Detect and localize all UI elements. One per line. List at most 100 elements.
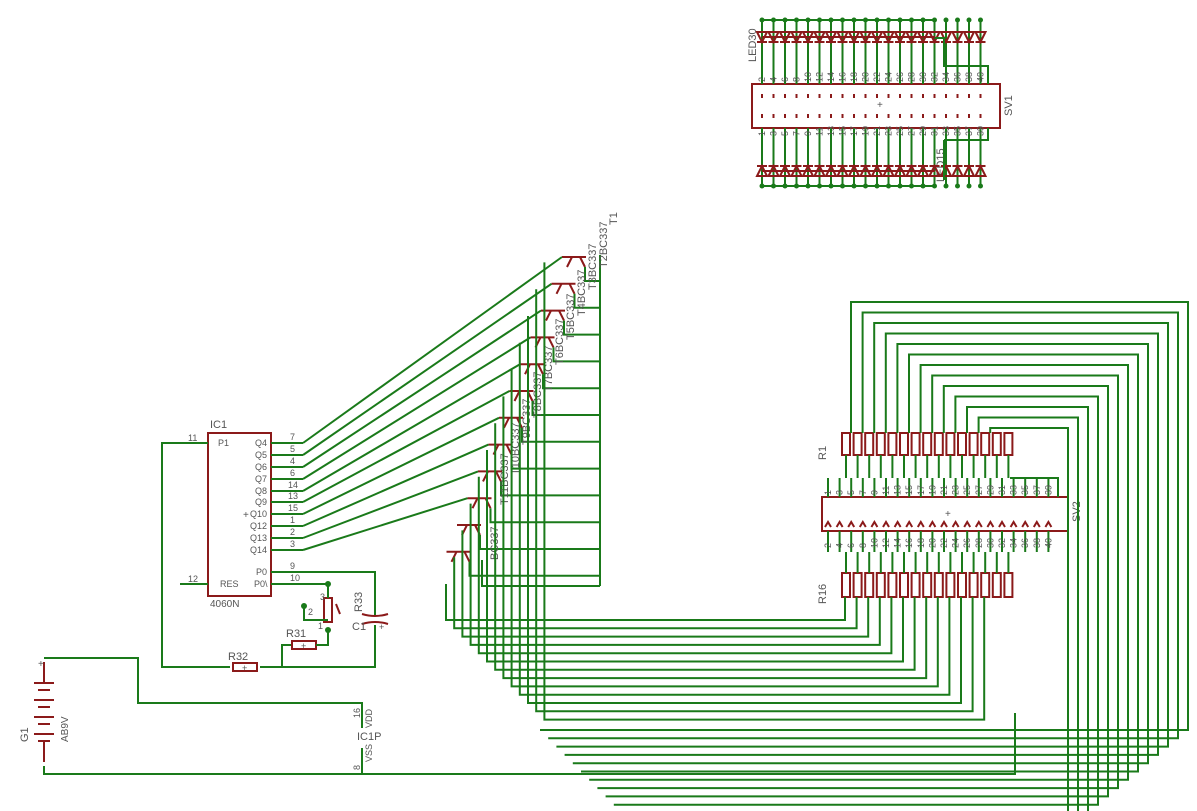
sv1-bottom-pin-number: 11 — [815, 127, 825, 136]
transistor-emitter — [545, 310, 552, 322]
sv2-pin-mark — [858, 520, 867, 528]
base-wire — [302, 443, 489, 527]
sv1-bottom-pin-number: 1 — [757, 131, 767, 136]
transistor-emitter — [503, 417, 510, 429]
sv2-top-pin-number: 3 — [835, 490, 845, 495]
resistor-top — [875, 432, 886, 456]
ic1-pin-name: Q6 — [255, 462, 267, 472]
c1-plate-top — [361, 613, 389, 617]
resistor-bottom — [945, 572, 956, 598]
sv2-bottom-pin-number: 6 — [846, 543, 856, 548]
battery-g1: + G1 AB9V — [19, 657, 363, 775]
sv2-pin-mark — [1021, 520, 1030, 528]
sv2-top-pin-number: 1 — [823, 490, 833, 495]
ic1-pin-num-p1: 11 — [188, 433, 197, 443]
resistor-loop — [589, 364, 1129, 781]
resistor-top — [910, 432, 921, 456]
ic1-pin-num: 6 — [290, 468, 295, 478]
ic1-pin-num: 5 — [290, 444, 295, 454]
sv1-bottom-pin-number: 15 — [838, 126, 848, 136]
sv2-bottom-pin-number: 2 — [823, 543, 833, 548]
resistor-loop — [581, 353, 1139, 773]
resistor-top — [933, 432, 944, 456]
sv1-bottom-pin-number: 31 — [930, 126, 940, 136]
sv2-pin-mark — [951, 520, 960, 528]
r32-resistor — [232, 662, 258, 672]
sv1-top-pin-number: 4 — [769, 77, 779, 82]
sv2-top-pin-number: 11 — [881, 486, 891, 495]
sv1-bottom-pin-number: 39 — [976, 126, 986, 136]
collector-wire — [531, 401, 600, 416]
ic1-pin-name-p1: P1 — [218, 438, 229, 448]
sv2-pin-mark — [893, 520, 902, 528]
vss-pin-name: VSS — [364, 744, 374, 762]
base-wire — [302, 470, 479, 539]
sv1-ref: SV1 — [1003, 95, 1015, 116]
sv1-bottom-pin-number: 17 — [849, 126, 859, 136]
r31-label: R31 — [286, 628, 306, 640]
emitter-loop — [453, 557, 858, 630]
base-wire — [302, 336, 532, 480]
junction-dot — [978, 17, 983, 23]
resistor-bottom — [922, 572, 933, 598]
resistor-loop — [989, 427, 1069, 811]
resistor-loop — [564, 332, 1159, 756]
resistor-bottom — [933, 572, 944, 598]
sv2-pins: 1234567891011121314151617181920212223242… — [823, 478, 1053, 552]
resistor-bottom — [887, 572, 898, 598]
sv1-bottom-pin-number: 25 — [895, 126, 905, 136]
transistor-collector — [463, 551, 471, 563]
sv1-bottom-pin-number: 13 — [826, 126, 836, 136]
resistor-bottom — [841, 572, 851, 598]
led-top — [973, 31, 988, 45]
sv2-bottom-pin-number: 20 — [927, 538, 937, 548]
emitter-loop — [477, 476, 893, 655]
ic1-pin-name-res: RES — [220, 579, 239, 589]
sv1-bottom-pin-number: 29 — [918, 126, 928, 136]
ic1-pin-name: Q10 — [250, 509, 267, 519]
sv1-top-pin-number: 40 — [976, 72, 986, 82]
resistor-loop — [966, 406, 1089, 811]
emitter-loop — [502, 396, 928, 680]
collector-wire — [552, 347, 600, 363]
emitter-loop — [527, 316, 962, 704]
svg-text:+: + — [379, 622, 384, 632]
sv1-bottom-pin-number: 19 — [861, 126, 871, 136]
sv2-top-pin-number: 23 — [951, 485, 961, 495]
emitter-loop — [518, 342, 951, 696]
sv1-top-pin-number: 8 — [792, 77, 802, 82]
battery-value: AB9V — [60, 716, 71, 742]
sv2-top-pin-number: 5 — [846, 490, 856, 495]
collector-wire — [510, 454, 600, 470]
resistor-top — [980, 432, 991, 456]
transistor-labels: T1 T2BC337 T3BC337 T4BC337 T5BC337 T6BC3… — [489, 212, 620, 560]
ic1-pin-name: Q7 — [255, 474, 267, 484]
emitter-loop — [510, 369, 939, 688]
sv1-bottom-pin-number: 3 — [769, 131, 779, 136]
ic1-pin-num: 13 — [288, 491, 298, 501]
sv2-bottom-pin-number: 34 — [1009, 538, 1019, 548]
resistor-top — [864, 432, 875, 456]
r33-label: R33 — [353, 592, 365, 612]
ic1-ref: IC1 — [210, 419, 227, 431]
transistor-collector — [547, 336, 555, 348]
ic1-pin-name: Q12 — [250, 521, 267, 531]
sv2-pin-mark — [870, 520, 879, 528]
sv1-bottom-pin-number: 21 — [872, 126, 882, 136]
resistor-top — [957, 432, 967, 456]
resistor-bottom — [968, 572, 979, 598]
ic1p-label: IC1P — [357, 731, 381, 743]
sv2-bottom-pin-number: 10 — [869, 538, 879, 548]
trim-pin-1: 1 — [318, 621, 323, 631]
r16-label: R16 — [817, 584, 829, 604]
ic1-symbol: IC1 4060N 11 P1 12 RES 7Q4 5Q5 4Q6 6Q7 1… — [180, 419, 303, 610]
sv2-pin-mark — [986, 520, 995, 528]
base-wire — [302, 309, 542, 468]
emitter-loop — [469, 503, 881, 646]
sv1-top-pin-number: 22 — [872, 72, 882, 82]
resistor-bottom — [910, 572, 921, 598]
svg-text:+: + — [38, 659, 44, 670]
sv2-top-pin-number: 7 — [858, 490, 868, 495]
